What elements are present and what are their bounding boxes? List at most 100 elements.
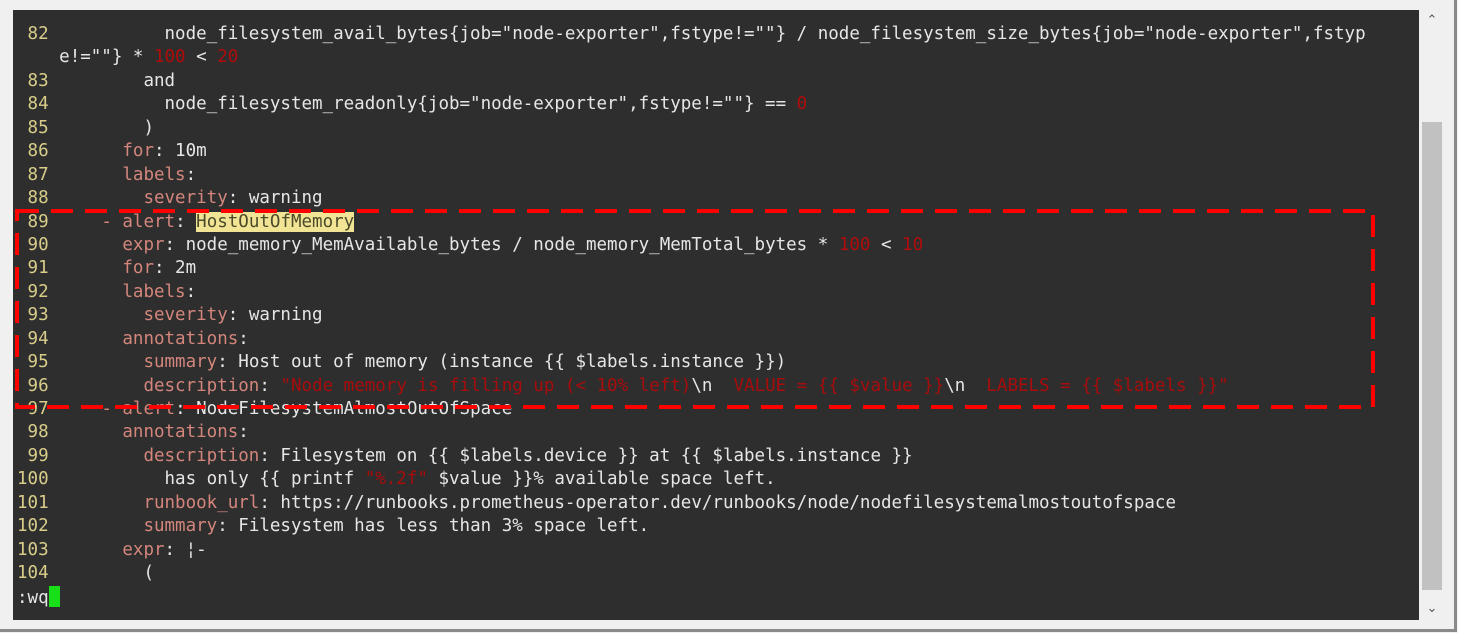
line-number: 92 xyxy=(17,281,49,302)
code-line[interactable]: 84 node_filesystem_readonly{job="node-ex… xyxy=(17,93,1366,116)
line-number xyxy=(17,47,49,67)
code-text: < xyxy=(870,234,903,255)
code-text: : 10m xyxy=(153,141,207,162)
code-line[interactable]: 97 - alert: NodeFilesystemAlmostOutOfSpa… xyxy=(17,398,1366,421)
code-text xyxy=(59,493,143,513)
yaml-key: severity xyxy=(143,188,228,209)
code-line[interactable]: 87 labels: xyxy=(17,164,1366,187)
code-text: : xyxy=(259,375,281,396)
code-text: : Filesystem on {{ $labels.device }} at … xyxy=(259,445,913,466)
code-line[interactable]: 83 and xyxy=(17,70,1366,93)
code-text xyxy=(59,376,143,396)
yaml-key: summary xyxy=(143,516,218,537)
command-line[interactable]: :wq xyxy=(17,585,1366,609)
code-text: : https://runbooks.prometheus-operator.d… xyxy=(259,492,1176,513)
line-number: 86 xyxy=(17,141,49,162)
scrollbar-thumb[interactable] xyxy=(1422,122,1442,590)
code-text: \n xyxy=(691,375,713,396)
line-number: 99 xyxy=(17,445,49,466)
yaml-key: for xyxy=(122,141,154,162)
search-match-highlight: HostOutOfMemory xyxy=(196,211,355,232)
code-text xyxy=(59,141,122,161)
yaml-key: - alert xyxy=(101,399,176,419)
code-line[interactable]: 89 - alert: HostOutOfMemory xyxy=(17,211,1366,234)
code-text: : 2m xyxy=(153,258,197,279)
code-line[interactable]: 82 node_filesystem_avail_bytes{job="node… xyxy=(17,23,1366,46)
line-number: 91 xyxy=(17,258,49,279)
cursor xyxy=(48,585,60,607)
literal-value: 100 xyxy=(838,234,871,255)
line-number: 101 xyxy=(17,492,49,513)
literal-value: LABELS = {{ $labels }}" xyxy=(965,375,1229,396)
code-text: ) xyxy=(59,117,154,138)
literal-value: "%.2f" xyxy=(364,469,428,490)
code-line[interactable]: e!=""} * 100 < 20 xyxy=(17,46,1366,69)
code-line[interactable]: 98 annotations: xyxy=(17,421,1366,444)
vim-editor[interactable]: 82 node_filesystem_avail_bytes{job="node… xyxy=(13,10,1419,620)
code-line[interactable]: 93 severity: warning xyxy=(17,304,1366,327)
code-line[interactable]: 85 ) xyxy=(17,117,1366,140)
code-line[interactable]: 100 has only {{ printf "%.2f" $value }}%… xyxy=(17,468,1366,491)
code-line[interactable]: 103 expr: ¦- xyxy=(17,539,1366,562)
code-line[interactable]: 96 description: "Node memory is filling … xyxy=(17,375,1366,398)
code-text: : xyxy=(185,164,197,185)
code-text: ( xyxy=(59,563,154,584)
code-line[interactable]: 104 ( xyxy=(17,562,1366,585)
code-text xyxy=(59,399,101,419)
line-number: 104 xyxy=(17,563,49,584)
yaml-key: labels xyxy=(122,281,186,302)
code-line[interactable]: 91 for: 2m xyxy=(17,257,1366,280)
code-text: : Filesystem has less than 3% space left… xyxy=(217,516,650,537)
code-text xyxy=(59,305,143,325)
code-line[interactable]: 90 expr: node_memory_MemAvailable_bytes … xyxy=(17,234,1366,257)
yaml-key: labels xyxy=(122,164,186,185)
line-number: 82 xyxy=(17,24,49,44)
code-text xyxy=(59,352,143,372)
scroll-down-arrow-icon[interactable]: ⌄ xyxy=(1426,601,1438,616)
yaml-key: - alert xyxy=(101,211,176,232)
line-number: 87 xyxy=(17,164,49,185)
code-line[interactable]: 94 annotations: xyxy=(17,328,1366,351)
line-number: 95 xyxy=(17,352,49,373)
code-text: : warning xyxy=(227,188,323,209)
code-line[interactable]: 88 severity: warning xyxy=(17,187,1366,210)
code-text xyxy=(59,446,143,466)
code-text: < xyxy=(185,47,218,68)
code-text: e!=""} * xyxy=(59,47,154,68)
yaml-key: expr xyxy=(122,539,165,560)
literal-value: 10 xyxy=(902,234,924,255)
editor-buffer[interactable]: 82 node_filesystem_avail_bytes{job="node… xyxy=(17,23,1366,609)
yaml-key: expr xyxy=(122,234,165,255)
code-text: : xyxy=(238,328,249,349)
vertical-scrollbar[interactable]: ⌃ ⌄ xyxy=(1421,10,1443,620)
command-text: :wq xyxy=(17,587,49,608)
code-text: : xyxy=(238,422,249,443)
code-text xyxy=(59,422,122,442)
code-text: : xyxy=(175,211,197,232)
code-text: : xyxy=(185,281,197,302)
code-line[interactable]: 101 runbook_url: https://runbooks.promet… xyxy=(17,492,1366,515)
literal-value: VALUE = {{ $value }} xyxy=(712,375,945,396)
scroll-up-arrow-icon[interactable]: ⌃ xyxy=(1426,13,1438,28)
literal-value: 0 xyxy=(796,94,808,115)
code-line[interactable]: 86 for: 10m xyxy=(17,140,1366,163)
yaml-key: annotations xyxy=(122,328,239,349)
code-line[interactable]: 92 labels: xyxy=(17,281,1366,304)
code-line[interactable]: 99 description: Filesystem on {{ $labels… xyxy=(17,445,1366,468)
code-line[interactable]: 95 summary: Host out of memory (instance… xyxy=(17,351,1366,374)
line-number: 100 xyxy=(17,469,49,490)
code-line[interactable]: 102 summary: Filesystem has less than 3%… xyxy=(17,515,1366,538)
code-text xyxy=(59,258,122,278)
code-text: : warning xyxy=(227,305,323,326)
code-text xyxy=(59,540,122,560)
yaml-key: summary xyxy=(143,352,218,373)
code-text: $value }}% available space left. xyxy=(427,469,776,490)
code-text: : node_memory_MemAvailable_bytes / node_… xyxy=(164,234,839,255)
yaml-key: for xyxy=(122,258,154,279)
line-number: 89 xyxy=(17,211,49,232)
yaml-key: runbook_url xyxy=(143,492,260,513)
line-number: 98 xyxy=(17,422,49,443)
code-text xyxy=(59,282,122,302)
yaml-key: annotations xyxy=(122,422,239,443)
